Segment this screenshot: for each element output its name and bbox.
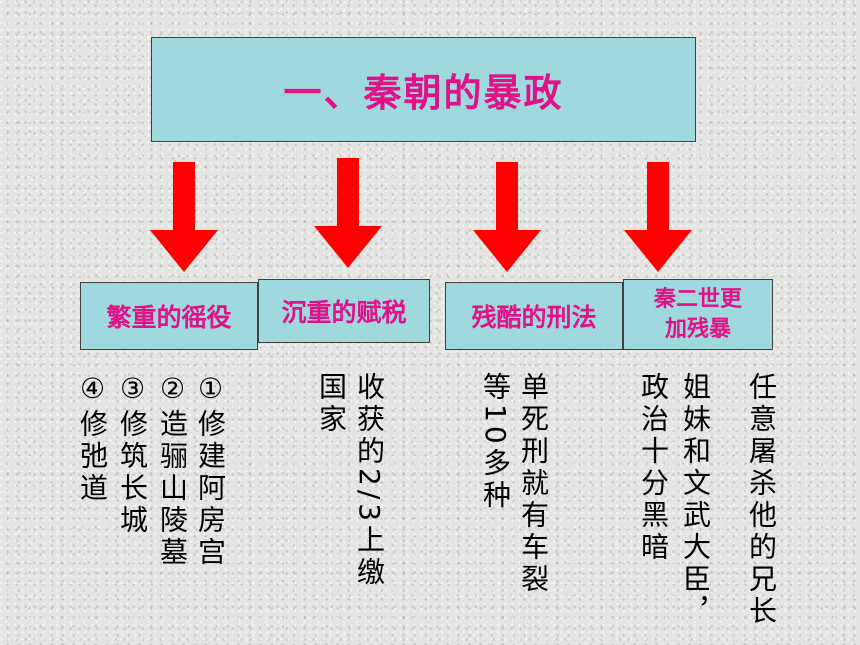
law-text-line1: 单死刑就有车裂	[517, 372, 550, 596]
down-arrow-4	[624, 162, 692, 272]
corvee-item-4: ④修弛道	[76, 372, 109, 505]
down-arrow-2	[314, 158, 382, 268]
down-arrow-1	[150, 162, 218, 272]
category-corvee-label: 繁重的徭役	[106, 303, 232, 332]
category-ershi-label-line1: 秦二世更	[653, 286, 742, 312]
down-arrow-3	[473, 162, 541, 272]
category-corvee-box: 繁重的徭役	[80, 282, 258, 350]
category-ershi-box: 秦二世更 加残暴	[623, 279, 773, 350]
category-ershi-label-line2: 加残暴	[664, 316, 731, 342]
page-title: 一、秦朝的暴政	[283, 71, 564, 115]
ershi-text-line2: 姐妹和文武大臣，	[679, 372, 712, 628]
ershi-text-line3: 政治十分黑暗	[637, 372, 670, 564]
category-law-box: 残酷的刑法	[445, 282, 623, 350]
tax-text-line2: 国家	[315, 372, 348, 436]
category-tax-box: 沉重的赋税	[258, 279, 430, 343]
corvee-item-3: ③修筑长城	[116, 372, 149, 537]
law-text-line2: 等10多种	[479, 372, 512, 512]
corvee-item-2: ②造骊山陵墓	[156, 372, 189, 569]
category-law-label: 残酷的刑法	[471, 303, 597, 332]
tax-text-line1: 收获的2/3上缴	[353, 372, 386, 590]
corvee-item-1: ①修建阿房宫	[194, 372, 227, 569]
category-tax-label: 沉重的赋税	[281, 298, 407, 327]
title-box: 一、秦朝的暴政	[151, 37, 696, 142]
ershi-text-line1: 任意屠杀他的兄长	[745, 372, 778, 628]
